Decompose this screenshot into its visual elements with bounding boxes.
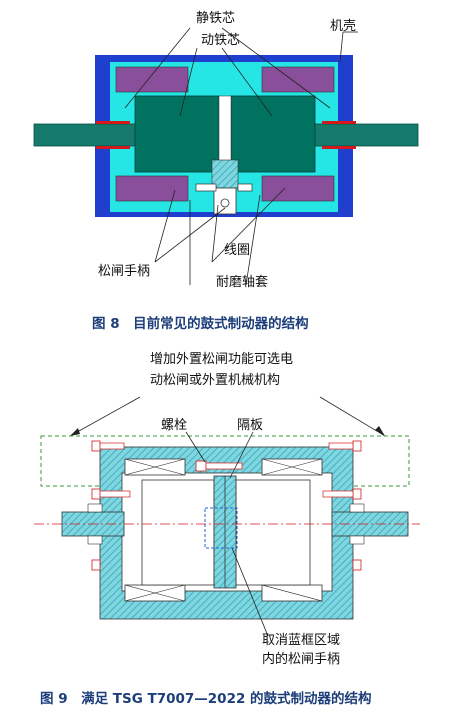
bolt-mid-right — [322, 488, 362, 500]
bearing-right-bottom — [349, 535, 365, 545]
spring-bolt-right — [237, 183, 253, 192]
ring-left-bottom — [96, 146, 130, 149]
label-bushing: 耐磨轴套 — [216, 274, 268, 290]
handle-stem — [213, 187, 237, 215]
coil-bottom-right-9 — [261, 584, 323, 602]
bolt-top-left — [91, 440, 125, 452]
handle-pin — [220, 198, 230, 208]
label-cancel-1: 取消蓝框区域 — [262, 633, 340, 648]
coil-top-right-9 — [261, 458, 323, 476]
label-bolt: 螺栓 — [161, 418, 187, 433]
bolt-bottom-left — [91, 559, 101, 571]
core-right — [230, 95, 316, 173]
coil-top-left — [115, 66, 189, 93]
bolt-center — [195, 460, 243, 472]
label-housing: 机壳 — [330, 19, 356, 34]
bolt-top-right — [328, 440, 362, 452]
ring-left-top — [96, 121, 130, 124]
figure-9-diagram — [34, 440, 420, 620]
label-static-core: 静铁芯 — [196, 11, 235, 26]
coil-top-right — [261, 66, 335, 93]
label-release-handle: 松闸手柄 — [98, 264, 150, 279]
core-left-9 — [141, 479, 215, 586]
note-line-1: 增加外置松闸功能可选电 — [150, 352, 293, 367]
label-coil: 线圈 — [224, 243, 250, 258]
bolt-mid-left — [91, 488, 131, 500]
figure-8-diagram — [33, 55, 419, 217]
note-line-2: 动松闸或外置机械机构 — [150, 373, 280, 388]
label-cancel-2: 内的松闸手柄 — [262, 651, 340, 667]
bolt-bottom-right — [352, 559, 362, 571]
figure-8-leaders — [124, 27, 358, 286]
figure-9-caption: 图 9 满足 TSG T7007—2022 的鼓式制动器的结构 — [40, 690, 372, 707]
core-right-9 — [235, 479, 311, 586]
coil-bottom-left — [115, 175, 189, 202]
core-left — [134, 95, 220, 173]
ring-right-bottom — [322, 146, 356, 149]
figure-8-caption: 图 8 目前常见的鼓式制动器的结构 — [92, 315, 309, 332]
label-moving-core: 动铁芯 — [201, 33, 240, 48]
removed-handle-area — [204, 507, 238, 549]
bearing-right-top — [349, 503, 365, 513]
label-partition: 隔板 — [237, 418, 263, 433]
coil-bottom-left-9 — [124, 584, 186, 602]
coil-top-left-9 — [124, 458, 186, 476]
note-arrows — [69, 396, 386, 437]
coil-bottom-right — [261, 175, 335, 202]
ring-right-top — [322, 121, 356, 124]
release-block — [211, 159, 239, 189]
spring-bolt — [195, 183, 217, 192]
figure-9-leaders — [185, 431, 269, 637]
bearing-left-bottom — [87, 535, 103, 545]
bearing-left-top — [87, 503, 103, 513]
